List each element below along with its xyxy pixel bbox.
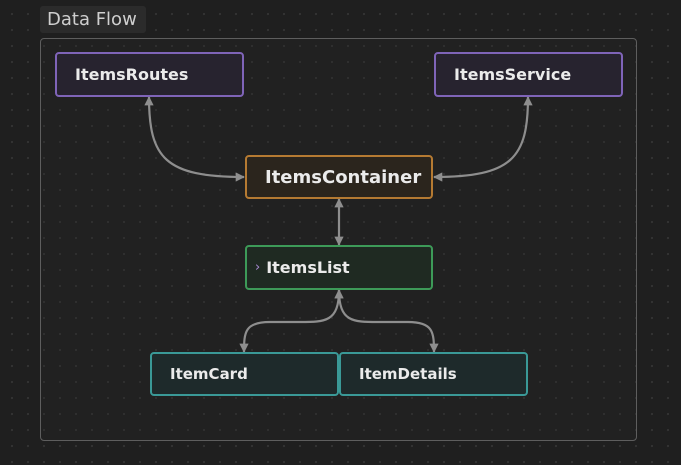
node-item-details[interactable]: ItemDetails — [339, 352, 528, 396]
edge-container-routes — [144, 96, 245, 182]
edge-list-card — [239, 289, 344, 353]
node-label: ItemsService — [454, 65, 572, 84]
node-items-service[interactable]: ItemsService — [434, 52, 623, 97]
node-label: ItemCard — [170, 365, 248, 383]
node-label: ItemsList — [266, 258, 350, 277]
node-items-list[interactable]: › ItemsList — [245, 245, 433, 290]
node-items-routes[interactable]: ItemsRoutes — [55, 52, 244, 97]
edge-container-service — [433, 96, 533, 182]
edge-list-details — [334, 289, 439, 353]
node-item-card[interactable]: ItemCard — [150, 352, 339, 396]
chevron-right-icon[interactable]: › — [255, 260, 261, 275]
node-label: ItemDetails — [359, 365, 457, 383]
node-label: ItemsContainer — [265, 166, 422, 188]
group-label: Data Flow — [40, 6, 146, 33]
node-label: ItemsRoutes — [75, 65, 189, 84]
node-items-container[interactable]: ItemsContainer — [245, 155, 433, 199]
